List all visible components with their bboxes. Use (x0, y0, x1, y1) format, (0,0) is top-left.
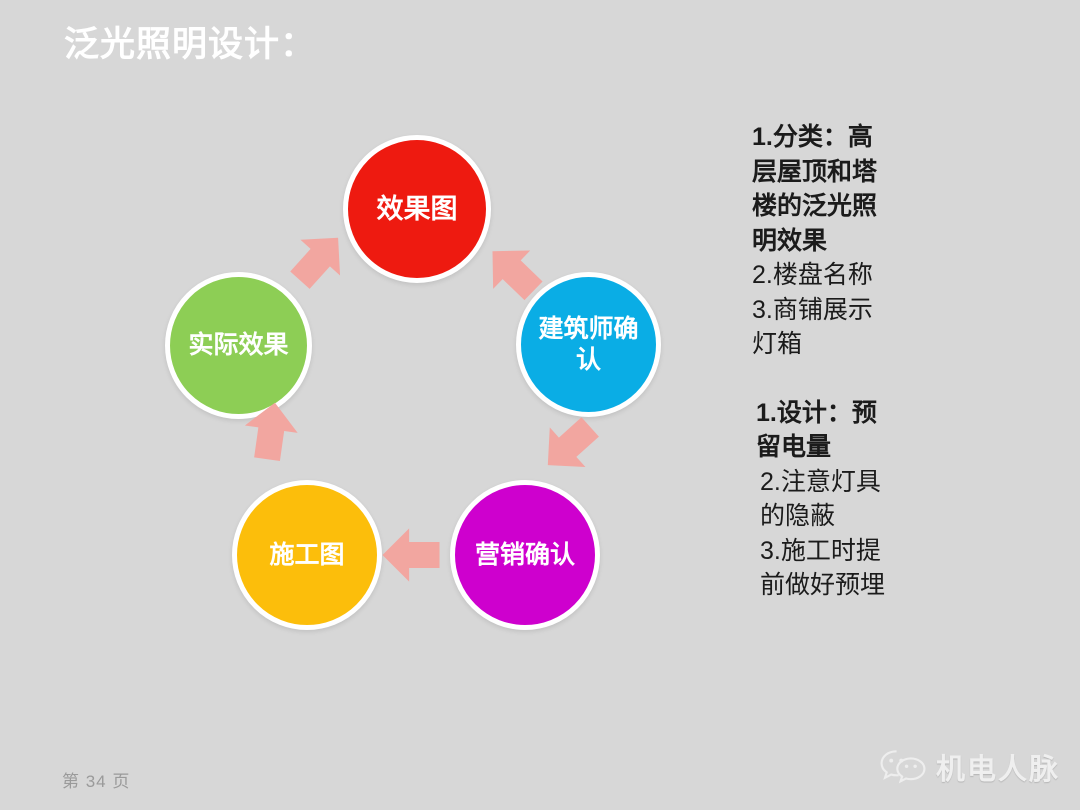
note-line: 1.设计：预 (756, 398, 877, 427)
note-line: 1.分类：高 (752, 123, 873, 151)
note-line: 灯箱 (752, 330, 803, 358)
page-number: 第 34 页 (62, 772, 131, 791)
cycle-node-construction[interactable]: 施工图 (232, 480, 382, 630)
cycle-node-architect-label: 建筑师确认 (538, 315, 639, 374)
note-line: 留电量 (756, 433, 832, 461)
arrow-icon-actual-to-effect (275, 215, 363, 303)
cycle-node-marketing-label: 营销确认 (474, 540, 575, 569)
cycle-node-effect[interactable]: 效果图 (343, 135, 491, 283)
note-line: 2.注意灯具 (760, 467, 881, 496)
note-line: 楼的泛光照 (752, 192, 878, 220)
note-line: 层屋顶和塔 (752, 157, 878, 186)
cycle-node-architect[interactable]: 建筑师确认 (516, 272, 661, 417)
watermark: 机电人脉 (880, 746, 1060, 788)
cycle-diagram: 效果图 建筑师确认 营销确认 施工图 实际效果 (120, 100, 740, 680)
arrow-icon-architect-to-effect (469, 227, 557, 315)
note-line: 前做好预埋 (760, 571, 886, 599)
arrow-icon-construction-to-actual (236, 396, 306, 466)
note-line: 3.施工时提 (760, 536, 881, 565)
notes-block-classification: 1.分类：高 层屋顶和塔 楼的泛光照 明效果 2.楼盘名称 3.商铺展示 灯箱 (752, 120, 1052, 362)
arrow-icon-marketing-to-construction (380, 524, 442, 586)
watermark-text: 机电人脉 (935, 754, 1060, 786)
note-line: 的隐蔽 (760, 502, 836, 530)
note-line: 2.楼盘名称 (752, 261, 873, 289)
arrow-icon-marketing-to-architect (525, 402, 613, 490)
note-line: 3.商铺展示 (752, 295, 873, 324)
wechat-icon (880, 750, 926, 784)
cycle-node-effect-label: 效果图 (376, 193, 458, 224)
cycle-node-actual-effect[interactable]: 实际效果 (165, 272, 312, 419)
notes-panel: 1.分类：高 层屋顶和塔 楼的泛光照 明效果 2.楼盘名称 3.商铺展示 灯箱 … (752, 120, 1052, 637)
cycle-node-marketing[interactable]: 营销确认 (450, 480, 600, 630)
cycle-node-construction-label: 施工图 (269, 540, 345, 569)
note-line: 明效果 (752, 226, 828, 255)
cycle-node-actual-effect-label: 实际效果 (188, 331, 289, 360)
page-title: 泛光照明设计： (64, 25, 317, 64)
notes-block-design: 1.设计：预 留电量 2.注意灯具 的隐蔽 3.施工时提 前做好预埋 (752, 396, 1052, 603)
